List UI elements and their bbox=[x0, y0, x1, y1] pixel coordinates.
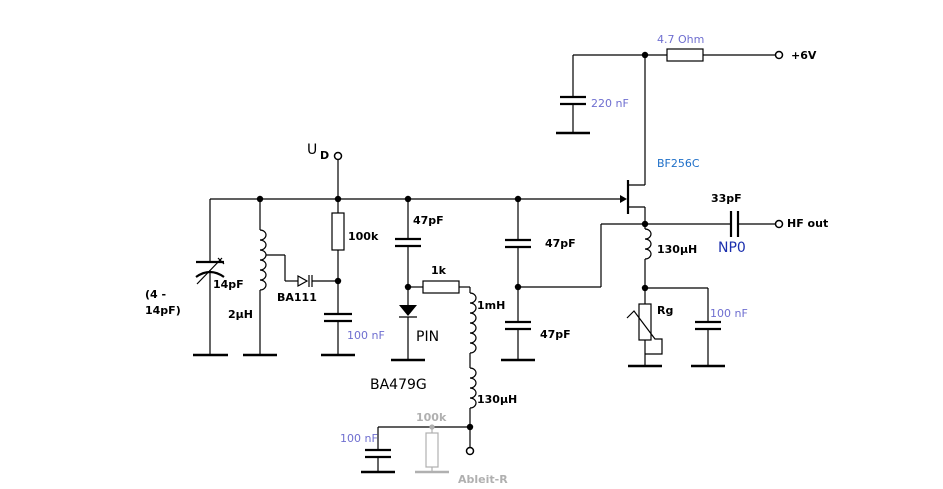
ableit-label: Ableit-R bbox=[458, 473, 508, 486]
transistor-label: BF256C bbox=[657, 157, 700, 170]
pin-part-label: BA479G bbox=[370, 377, 427, 393]
choke-1mh-label: 1mH bbox=[477, 299, 505, 312]
feedback-divider bbox=[501, 199, 645, 362]
junction-dot bbox=[514, 195, 522, 203]
ghost-junction-dot bbox=[429, 424, 435, 430]
tank-inductor bbox=[243, 199, 286, 357]
np0-label: NP0 bbox=[718, 240, 746, 256]
tank-inductor-label: 2µH bbox=[228, 308, 253, 321]
feedback-cap-top-label: 47pF bbox=[545, 237, 576, 250]
ud-bias-network bbox=[321, 160, 355, 357]
junction-dot bbox=[334, 277, 342, 285]
junction-dot bbox=[466, 423, 474, 431]
pin-resistor-label: 1k bbox=[431, 264, 447, 277]
var-cap-range-line1: (4 - bbox=[145, 288, 166, 301]
output-coupling bbox=[645, 211, 775, 237]
var-cap-range-line2: 14pF) bbox=[145, 304, 181, 317]
feedback-cap-bottom-label: 47pF bbox=[540, 328, 571, 341]
ableit-resistor-label: 100k bbox=[416, 411, 447, 424]
source-choke-label: 130µH bbox=[657, 243, 697, 256]
varactor-label: BA111 bbox=[277, 291, 317, 304]
supply-network bbox=[556, 48, 775, 164]
junction-dot bbox=[256, 195, 264, 203]
var-cap-label: 14pF bbox=[213, 278, 244, 291]
coupling-cap-label: 33pF bbox=[711, 192, 742, 205]
rg-label: Rg bbox=[657, 304, 673, 317]
junction-dot bbox=[641, 51, 649, 59]
lower-terminal bbox=[465, 446, 475, 456]
ud-terminal bbox=[333, 151, 343, 161]
junction-dot bbox=[641, 284, 649, 292]
pin-diode-branch bbox=[391, 199, 470, 362]
pin-cap-label: 47pF bbox=[413, 214, 444, 227]
bias-cap-label: 100 nF bbox=[347, 329, 385, 342]
supply-cap-label: 220 nF bbox=[591, 97, 629, 110]
hf-out-terminal bbox=[774, 219, 784, 229]
variable-capacitor bbox=[193, 199, 228, 357]
lower-cap-label: 100 nF bbox=[340, 432, 378, 445]
bias-resistor-label: 100k bbox=[348, 230, 379, 243]
junction-dot bbox=[514, 283, 522, 291]
junction-dot bbox=[641, 220, 649, 228]
jfet-transistor bbox=[620, 164, 646, 224]
junction-dot bbox=[404, 195, 412, 203]
pin-diode-label: PIN bbox=[416, 329, 439, 345]
source-cap-label: 100 nF bbox=[710, 307, 748, 320]
supply-voltage-label: +6V bbox=[791, 49, 817, 62]
ableit-resistor bbox=[415, 427, 449, 474]
varactor-diode bbox=[285, 274, 338, 288]
source-network bbox=[626, 224, 725, 368]
supply-resistor-label: 4.7 Ohm bbox=[657, 33, 704, 46]
choke-chain bbox=[361, 287, 477, 474]
choke-130uh-lower-label: 130µH bbox=[477, 393, 517, 406]
hf-out-label: HF out bbox=[787, 217, 828, 230]
ud-subscript: D bbox=[320, 149, 329, 162]
ud-label: U bbox=[307, 142, 317, 158]
supply-terminal bbox=[774, 50, 784, 60]
junction-dot bbox=[404, 283, 412, 291]
junction-dot bbox=[334, 195, 342, 203]
